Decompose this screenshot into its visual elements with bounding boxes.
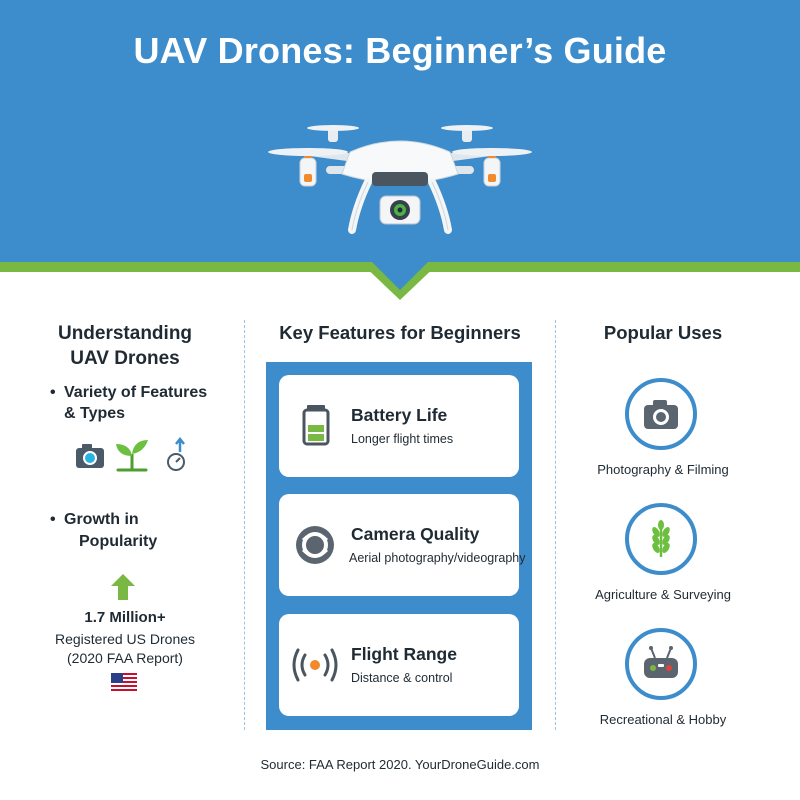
use-photography-badge [625,378,697,450]
quadcopter-drone-icon [268,125,532,234]
use-label-photography: Photography & Filming [597,462,729,477]
header-pointer [360,262,440,300]
column-divider [244,320,245,730]
key-features-title: Key Features for Beginners [279,322,521,343]
column-divider [555,320,556,730]
stat-source: (2020 FAA Report) [67,650,183,666]
feature-subtitle: Aerial photography/videography [349,551,526,565]
feature-subtitle: Longer flight times [351,432,454,446]
battery-icon [302,405,330,446]
popular-uses-title: Popular Uses [603,322,723,343]
use-recreational-badge [625,628,697,700]
signal-range-icon [292,648,338,682]
left-column-title: Understanding UAV Drones [57,323,193,369]
page-title: UAV Drones: Beginner’s Guide [133,30,667,71]
feature-title: Flight Range [351,644,457,664]
camera-lens-icon [296,526,334,564]
feature-title: Camera Quality [351,524,480,544]
feature-type-icons [76,436,185,472]
feature-card-battery: Battery Life Longer flight times [279,375,519,477]
camera-icon [644,400,678,429]
stat-description: Registered US Drones [54,631,196,647]
feature-title: Battery Life [351,405,448,425]
bullet-features: •Variety of Features & Types [50,384,208,422]
wheat-icon [652,520,670,557]
us-flag-icon [111,673,137,691]
green-up-arrow-icon [111,574,135,600]
remote-controller-icon [644,646,678,678]
registered-drones-count: 1.7 Million+ [84,609,166,626]
source-citation: Source: FAA Report 2020. YourDroneGuide.… [260,757,540,772]
use-agriculture-badge [625,503,697,575]
camera-icon [76,444,104,468]
gauge-arrow-icon [167,436,185,471]
use-label-recreational: Recreational & Hobby [599,712,727,727]
feature-card-range: Flight Range Distance & control [279,614,519,716]
bullet-growth: •Growth in Popularity [50,511,158,550]
use-label-agriculture: Agriculture & Surveying [595,587,731,602]
sprout-icon [116,440,148,472]
feature-card-camera: Camera Quality Aerial photography/videog… [279,494,526,596]
feature-subtitle: Distance & control [351,671,453,685]
